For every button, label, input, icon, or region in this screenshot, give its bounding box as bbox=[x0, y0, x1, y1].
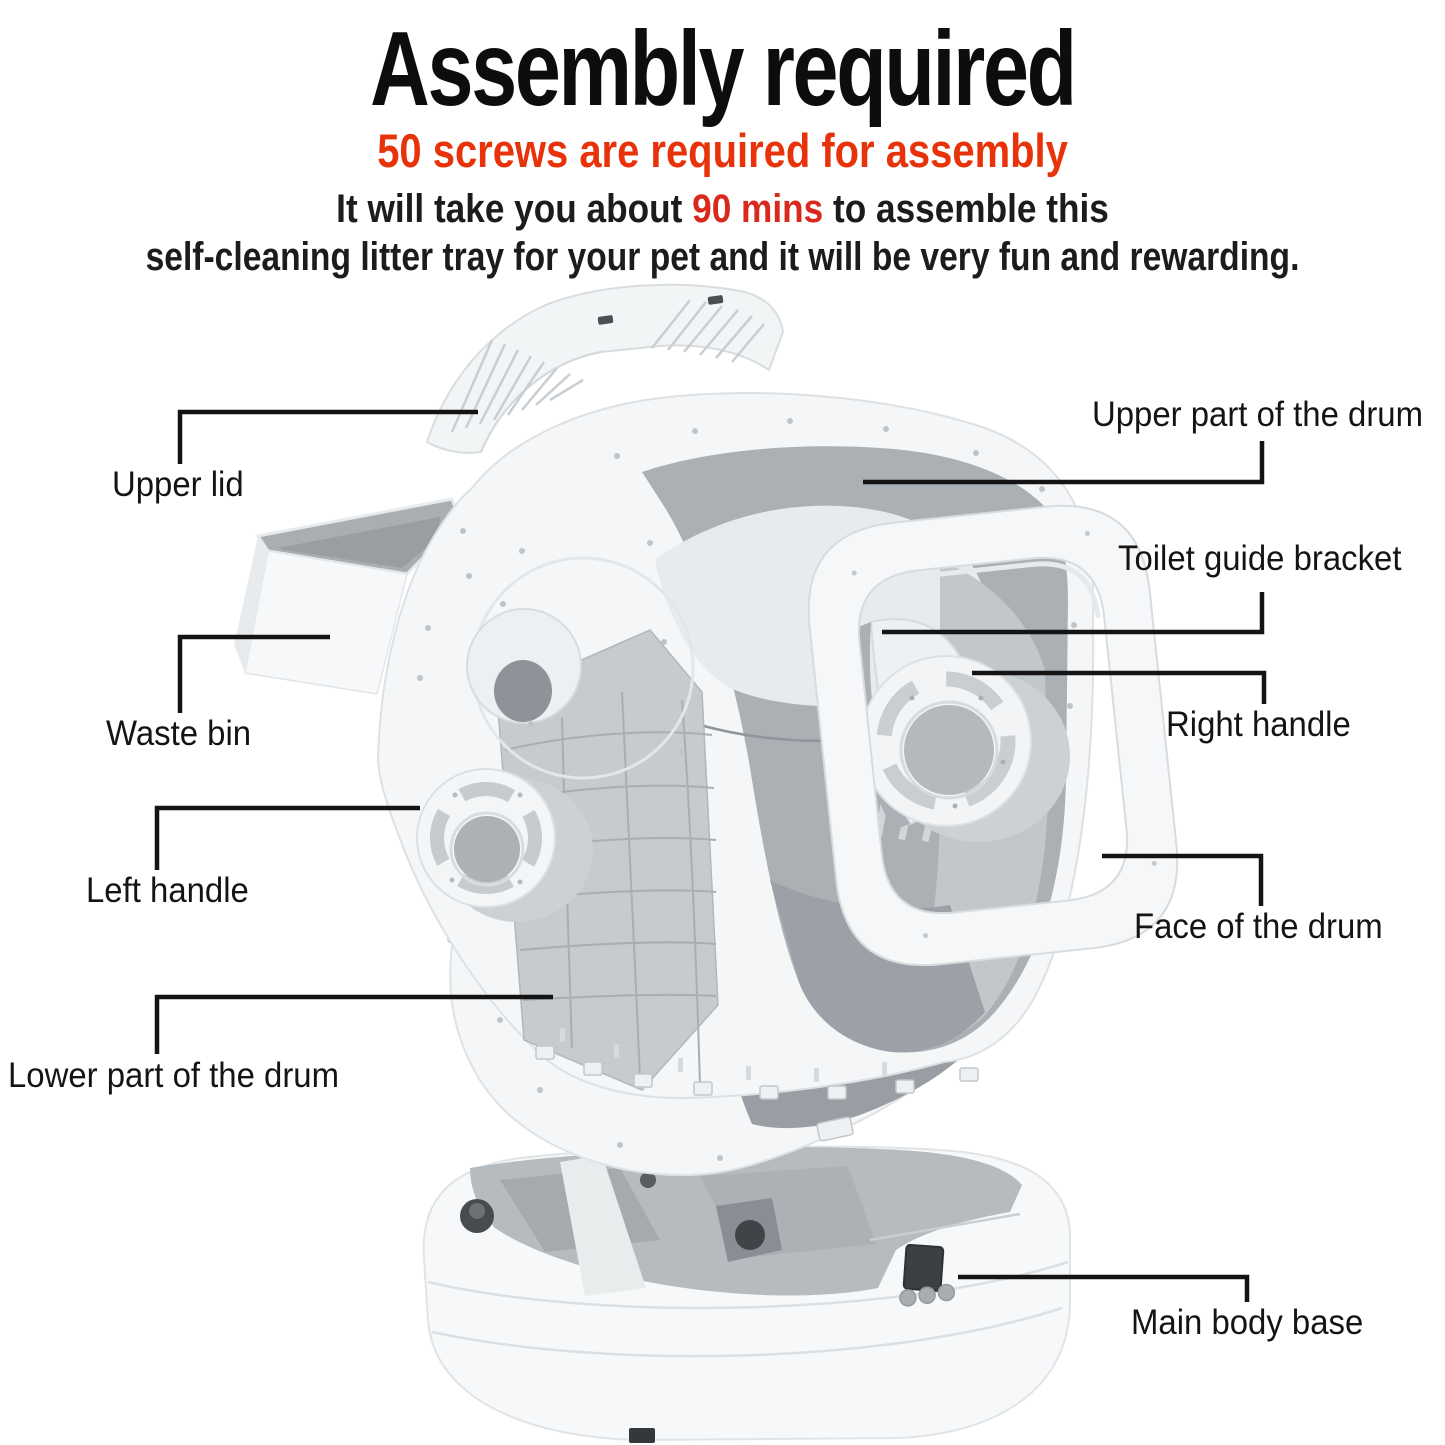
upper-lid-part bbox=[425, 283, 785, 454]
callout-line-upper-drum bbox=[863, 441, 1265, 485]
drum-axle-hole bbox=[494, 660, 552, 722]
control-button bbox=[918, 1286, 936, 1304]
left-handle-part bbox=[416, 768, 593, 922]
control-screen bbox=[902, 1243, 945, 1292]
face-ring-part bbox=[807, 504, 1179, 967]
lid-latch-slot bbox=[597, 315, 614, 325]
callout-line-face-drum bbox=[1102, 853, 1264, 906]
callout-line-upper-lid bbox=[177, 409, 478, 464]
intro-time-highlight: 90 mins bbox=[692, 187, 824, 231]
callout-line-waste-bin bbox=[177, 634, 330, 713]
page-title: Assembly required bbox=[370, 10, 1077, 128]
hinge-pins bbox=[560, 1028, 887, 1082]
lid-ribs bbox=[450, 299, 765, 433]
screw-dots bbox=[417, 418, 1082, 755]
right-handle-part bbox=[860, 655, 1070, 842]
callout-label-lower-drum: Lower part of the drum bbox=[8, 1056, 339, 1095]
subtitle-screw-note: 50 screws are required for assembly bbox=[377, 124, 1068, 177]
control-panel bbox=[899, 1243, 956, 1307]
main-body-base-part bbox=[422, 1145, 1071, 1443]
callout-line-main-base bbox=[958, 1274, 1250, 1302]
lid-latch-slot bbox=[707, 295, 724, 305]
callout-label-face-drum: Face of the drum bbox=[1134, 907, 1383, 946]
callout-label-left-handle: Left handle bbox=[86, 871, 249, 910]
callout-line-right-handle bbox=[972, 670, 1267, 704]
callout-line-toilet-guide bbox=[882, 592, 1265, 635]
roller-wheel bbox=[735, 1220, 765, 1250]
screw-dots bbox=[851, 531, 1157, 939]
callout-label-upper-lid: Upper lid bbox=[112, 465, 244, 504]
intro-line-2: self-cleaning litter tray for your pet a… bbox=[145, 235, 1300, 279]
control-button bbox=[899, 1289, 917, 1307]
intro-line-1: It will take you about 90 mins to assemb… bbox=[87, 189, 1359, 229]
callout-label-upper-drum: Upper part of the drum bbox=[1092, 395, 1423, 434]
callout-label-waste-bin: Waste bin bbox=[106, 714, 252, 753]
callout-line-lower-drum bbox=[154, 994, 553, 1054]
power-plug bbox=[629, 1428, 655, 1443]
callout-line-left-handle bbox=[154, 805, 420, 870]
callout-label-right-handle: Right handle bbox=[1166, 705, 1351, 744]
callout-label-main-base: Main body base bbox=[1131, 1303, 1364, 1342]
intro-line-1-before: It will take you about bbox=[336, 187, 693, 231]
hinge-clips bbox=[535, 1045, 979, 1100]
intro-line-1-after: to assemble this bbox=[823, 187, 1109, 231]
control-button bbox=[937, 1283, 956, 1302]
callout-lines bbox=[154, 409, 1267, 1302]
callout-label-toilet-guide: Toilet guide bracket bbox=[1118, 539, 1402, 578]
